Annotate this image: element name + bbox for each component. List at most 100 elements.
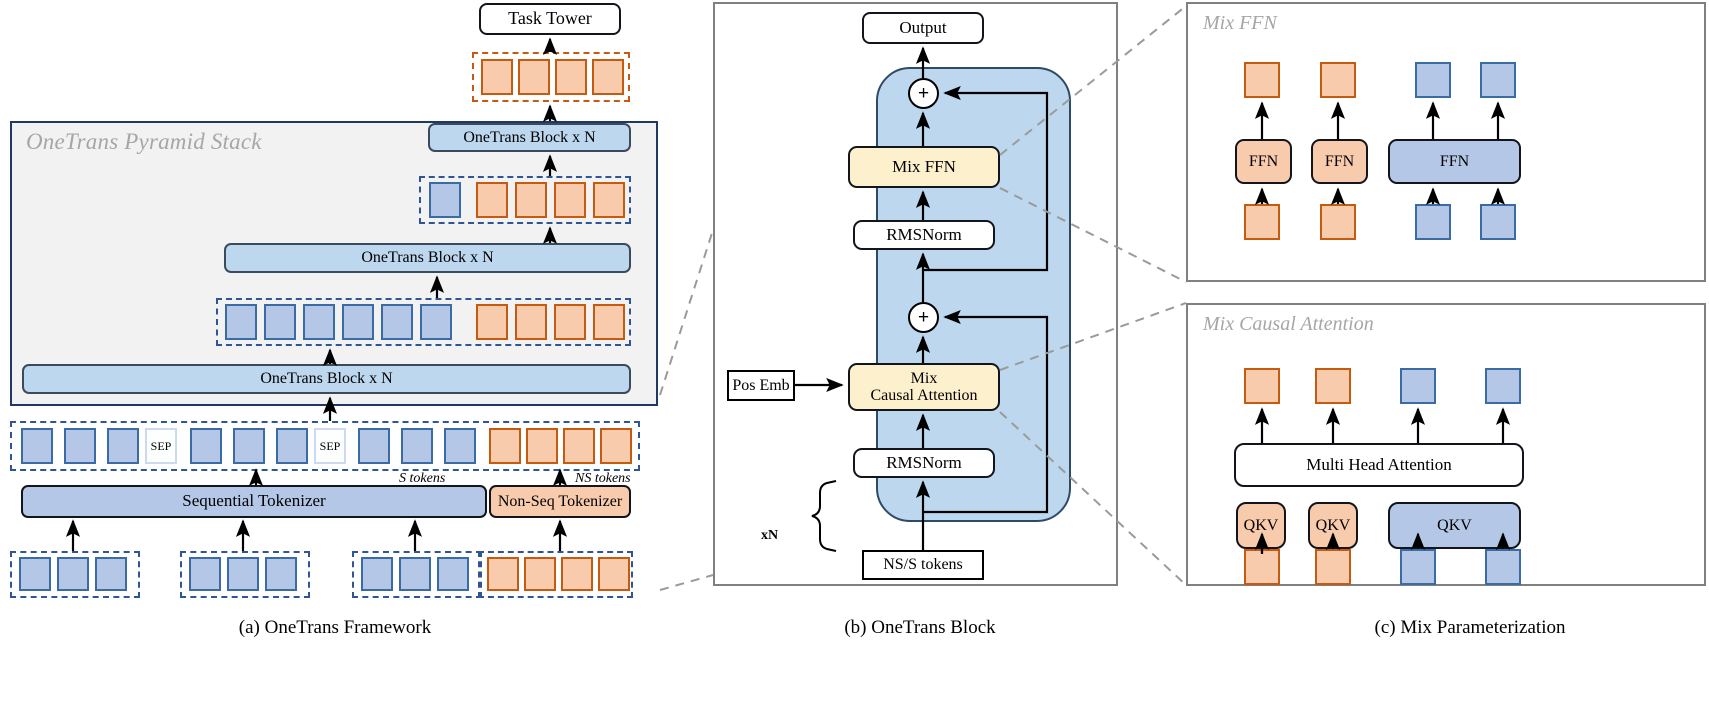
mca-input-token-blue [1400, 549, 1436, 585]
sep-label: SEP [319, 438, 341, 453]
input-token-orange [598, 557, 630, 591]
caption-b: (b) OneTrans Block [844, 617, 996, 638]
level1-token-blue [276, 428, 308, 464]
level2-token-blue [264, 304, 296, 340]
level2-token-orange [554, 304, 586, 340]
level3-token-orange [554, 182, 586, 218]
output-token [481, 59, 513, 95]
level1-token-sep: SEP [145, 428, 177, 464]
input-token-blue [361, 557, 393, 591]
onetrans-block-level3: OneTrans Block x N [428, 123, 631, 152]
mca-output-token-blue [1485, 368, 1521, 404]
mca-input-token-orange [1244, 549, 1280, 585]
output-token [592, 59, 624, 95]
input-token-blue [437, 557, 469, 591]
caption-c: (c) Mix Parameterization [1374, 617, 1566, 638]
level2-token-orange [476, 304, 508, 340]
rmsnorm-top-block: RMSNorm [853, 220, 995, 250]
level1-token-blue [190, 428, 222, 464]
mixffn-output-token-orange [1244, 62, 1280, 98]
mixffn-module-blue: FFN [1388, 139, 1521, 184]
onetrans-block-level1-label: OneTrans Block x N [260, 370, 393, 388]
mca-qkv-blue: QKV [1388, 502, 1521, 549]
mca-input-token-orange [1315, 549, 1351, 585]
multi-head-attention-label: Multi Head Attention [1306, 454, 1452, 474]
sequential-tokenizer-label: Sequential Tokenizer [182, 491, 326, 511]
level1-token-group [10, 421, 640, 471]
mix-ffn-panel-title: Mix FFN [1203, 12, 1277, 34]
level1-token-blue [444, 428, 476, 464]
mixffn-module-orange-2: FFN [1311, 139, 1368, 184]
ns-tokens-label: NS tokens [575, 471, 631, 486]
level1-token-sep: SEP [314, 428, 346, 464]
plus-symbol: + [917, 83, 930, 104]
output-token [555, 59, 587, 95]
mca-qkv-label: QKV [1243, 516, 1279, 534]
level2-token-blue [381, 304, 413, 340]
input-tokens-label: NS/S tokens [883, 556, 963, 574]
input-token-blue [57, 557, 89, 591]
mca-qkv-label: QKV [1315, 516, 1351, 534]
onetrans-block-level2-label: OneTrans Block x N [361, 249, 494, 267]
input-token-orange [561, 557, 593, 591]
input-token-blue [227, 557, 259, 591]
mixffn-output-token-blue [1480, 62, 1516, 98]
input-token-blue [19, 557, 51, 591]
input-group-1 [10, 551, 140, 598]
input-token-orange [524, 557, 556, 591]
mix-ffn-label: Mix FFN [892, 156, 956, 176]
mca-output-token-blue [1400, 368, 1436, 404]
input-token-blue [95, 557, 127, 591]
pos-emb-label: Pos Emb [732, 376, 790, 394]
mixffn-module-label: FFN [1248, 152, 1279, 170]
mixffn-module-label: FFN [1324, 152, 1355, 170]
residual-add-bottom: + [908, 302, 939, 333]
level1-token-orange [526, 428, 558, 464]
level2-token-group [216, 298, 631, 346]
rmsnorm-bottom-label: RMSNorm [886, 452, 962, 472]
level3-token-orange [515, 182, 547, 218]
level3-token-orange [593, 182, 625, 218]
mca-qkv-label: QKV [1437, 516, 1472, 534]
mixffn-module-orange-1: FFN [1235, 139, 1292, 184]
mix-causal-attention-label-line2: Causal Attention [870, 387, 978, 404]
input-token-orange [487, 557, 519, 591]
level1-token-blue [107, 428, 139, 464]
level2-token-orange [593, 304, 625, 340]
level1-token-blue [358, 428, 390, 464]
level1-token-orange [489, 428, 521, 464]
input-group-3 [352, 551, 482, 598]
task-tower-label: Task Tower [508, 8, 592, 29]
level1-token-blue [21, 428, 53, 464]
input-group-4 [478, 551, 633, 598]
mixffn-input-token-orange [1244, 204, 1280, 240]
mixffn-module-label: FFN [1439, 152, 1470, 170]
repeat-count-label: xN [761, 528, 779, 543]
level2-token-blue [420, 304, 452, 340]
caption-a: (a) OneTrans Framework [238, 617, 432, 638]
input-token-blue [399, 557, 431, 591]
residual-add-top: + [908, 78, 939, 109]
sequential-tokenizer: Sequential Tokenizer [21, 485, 487, 518]
mca-output-token-orange [1244, 368, 1280, 404]
rmsnorm-bottom-block: RMSNorm [853, 448, 995, 478]
nonseq-tokenizer-label: Non-Seq Tokenizer [497, 492, 623, 510]
mca-input-token-blue [1485, 549, 1521, 585]
input-group-2 [180, 551, 310, 598]
level2-token-blue [303, 304, 335, 340]
nonseq-tokenizer: Non-Seq Tokenizer [489, 485, 631, 518]
level2-token-orange [515, 304, 547, 340]
level1-token-blue [233, 428, 265, 464]
sep-label: SEP [150, 438, 172, 453]
level1-token-blue [64, 428, 96, 464]
pyramid-stack-title: OneTrans Pyramid Stack [26, 129, 262, 154]
level3-token-orange [476, 182, 508, 218]
mca-qkv-orange-2: QKV [1308, 502, 1358, 549]
mixffn-output-token-blue [1415, 62, 1451, 98]
input-token-blue [265, 557, 297, 591]
level1-token-orange [563, 428, 595, 464]
rmsnorm-top-label: RMSNorm [886, 224, 962, 244]
level2-token-blue [225, 304, 257, 340]
level2-token-blue [342, 304, 374, 340]
